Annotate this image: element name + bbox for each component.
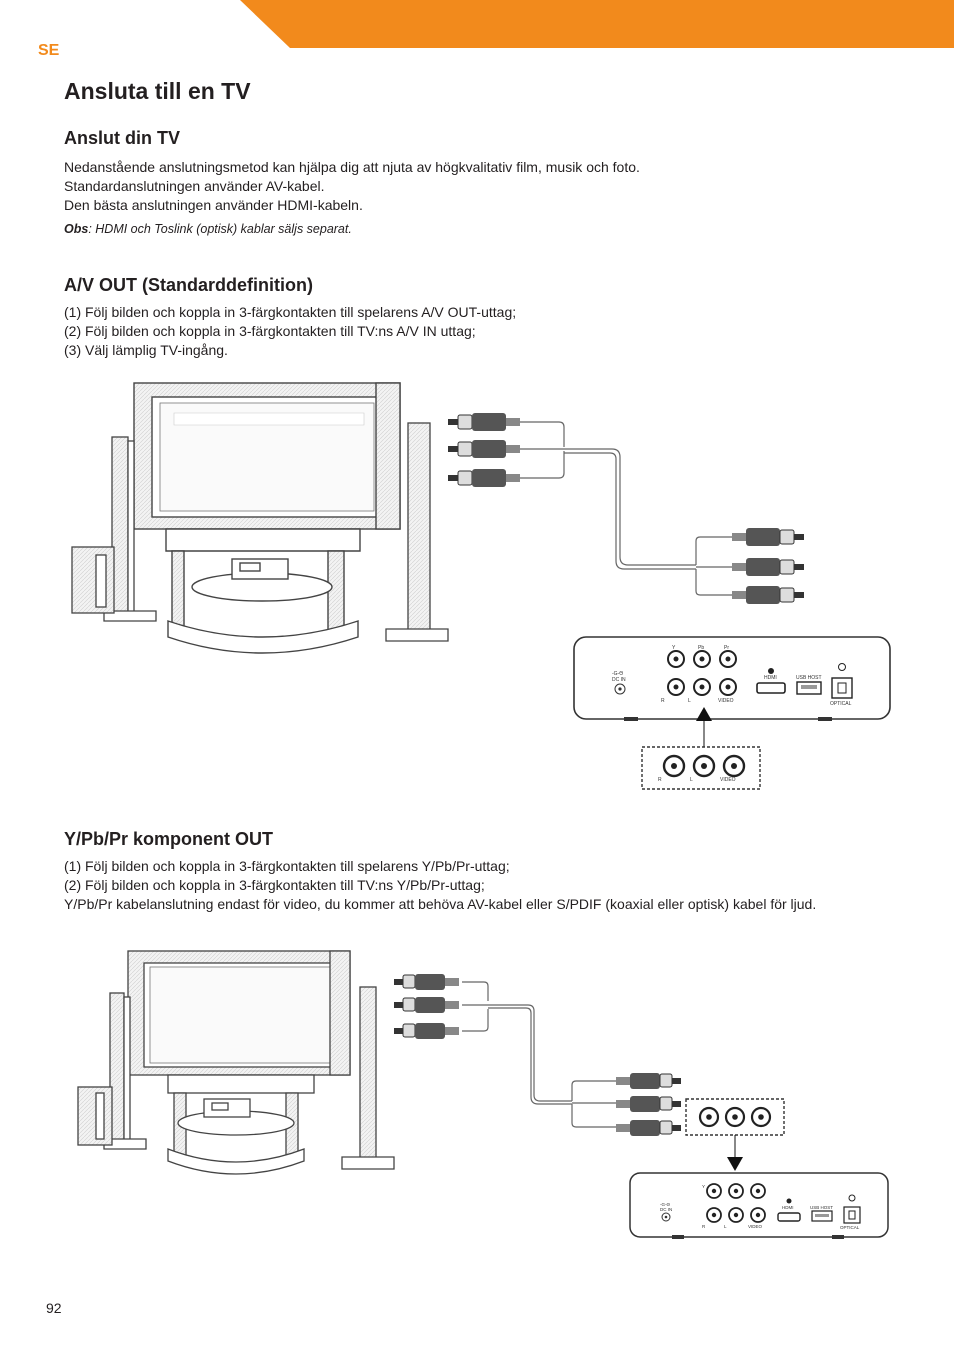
pr-label: Pr [724,645,729,651]
connect-line: Standardanslutningen använder AV-kabel. [64,178,325,194]
section-heading-av-out: A/V OUT (Standarddefinition) [64,275,313,295]
arrow-up-icon [696,707,712,721]
zoom-r-label: R [658,777,662,783]
arrow-down-icon [727,1157,743,1171]
component-step: Y/Pb/Pr kabelanslutning endast för video… [64,896,817,912]
dc-in-label: DC IN [660,1207,672,1212]
right-speaker-illustration [341,986,395,1170]
zoom-l-label: L [690,777,693,783]
note-text: : HDMI och Toslink (optisk) kablar säljs… [88,222,352,236]
y-label: Y [702,1184,705,1189]
av-step: (1) Följ bilden och koppla in 3-färgkont… [64,304,517,320]
optical-label: OPTICAL [840,1225,860,1230]
tv-illustration [127,950,351,1175]
media-player-back-panel: -G-Θ DC IN Y Pb Pr R L VIDEO HDMI USB HO… [573,636,891,747]
left-speaker-illustration [71,436,157,622]
r-label: R [702,1224,706,1229]
connect-paragraph: Nedanstående anslutningsmetod kan hjälpa… [64,158,640,215]
usb-host-label: USB HOST [810,1205,833,1210]
component-connection-diagram: -G-Θ DC IN Y R L VIDEO HDMI USB HOST OPT… [77,950,889,1239]
connect-line: Nedanstående anslutningsmetod kan hjälpa… [64,159,640,175]
av-out-steps: (1) Följ bilden och koppla in 3-färgkont… [64,303,516,360]
svg-text:-G-Θ: -G-Θ [612,671,623,677]
tv-illustration [133,382,401,654]
hdmi-label: HDMI [764,675,777,681]
av-cable [520,421,732,596]
optical-label: OPTICAL [830,701,852,707]
zoom-video-label: VIDEO [720,777,736,783]
section-heading-component: Y/Pb/Pr komponent OUT [64,829,274,849]
av-out-connection-diagram: -G-Θ DC IN Y Pb Pr R L VIDEO HDMI USB HO… [71,382,891,790]
usb-host-label: USB HOST [796,675,822,681]
connect-line: Den bästa anslutningen använder HDMI-kab… [64,197,363,213]
video-label: VIDEO [748,1224,763,1229]
rca-plugs-player-side [732,528,804,604]
rca-plugs-tv-side [394,974,459,1039]
y-label: Y [672,645,676,651]
header-orange-band [240,0,954,48]
pb-label: Pb [698,645,704,651]
dc-in-label: DC IN [612,677,626,683]
note-label: Obs [64,222,89,236]
left-speaker-illustration [77,992,147,1150]
av-step: (3) Välj lämplig TV-ingång. [64,342,228,358]
component-steps: (1) Följ bilden och koppla in 3-färgkont… [64,857,816,914]
language-code: SE [38,42,60,59]
video-label: VIDEO [718,698,734,704]
r-label: R [661,698,665,704]
page-number: 92 [46,1300,62,1316]
component-connector-zoom [685,1098,785,1171]
svg-text:-G-Θ: -G-Θ [660,1202,670,1207]
l-label: L [724,1224,727,1229]
av-connector-zoom: R L VIDEO [641,746,761,790]
l-label: L [688,698,691,704]
rca-plugs-player-side [616,1073,681,1136]
note: Obs: HDMI och Toslink (optisk) kablar sä… [64,222,352,236]
section-heading-connect: Anslut din TV [64,128,180,148]
av-step: (2) Följ bilden och koppla in 3-färgkont… [64,323,476,339]
media-player-back-panel: -G-Θ DC IN Y R L VIDEO HDMI USB HOST OPT… [629,1172,889,1239]
right-speaker-illustration [385,422,449,642]
component-step: (2) Följ bilden och koppla in 3-färgkont… [64,877,485,893]
component-cable [462,981,616,1128]
page-title: Ansluta till en TV [64,78,251,104]
rca-plugs-tv-side [448,413,520,487]
component-step: (1) Följ bilden och koppla in 3-färgkont… [64,858,510,874]
hdmi-label: HDMI [782,1205,794,1210]
